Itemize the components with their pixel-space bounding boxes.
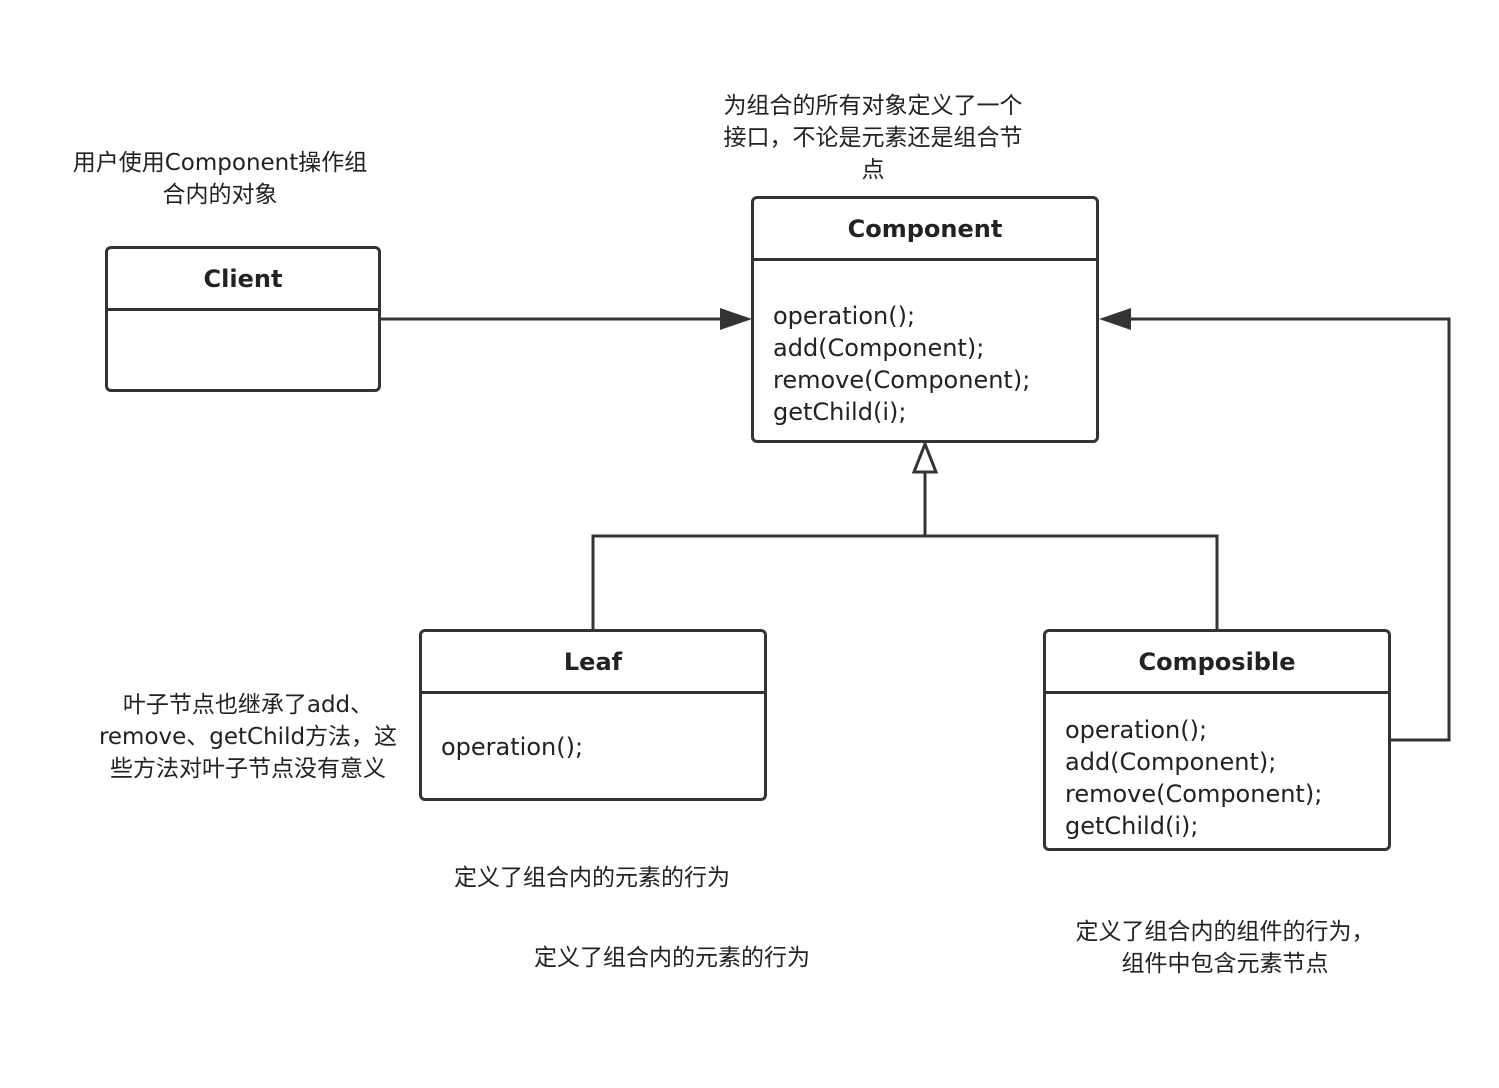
- component-note: 为组合的所有对象定义了一个 接口，不论是元素还是组合节 点: [723, 93, 1023, 183]
- leaf-class[interactable]: Leaf operation();: [419, 629, 767, 801]
- component-class-name: Component: [754, 199, 1096, 261]
- method-remove: remove(Component);: [773, 366, 1031, 394]
- generalization-triangle-icon: [911, 439, 939, 474]
- leaf-behavior-note: 定义了组合内的元素的行为: [454, 865, 730, 891]
- component-class[interactable]: Component operation(); add(Component); r…: [751, 196, 1099, 443]
- composible-class[interactable]: Composible operation(); add(Component); …: [1043, 629, 1391, 851]
- method-add: add(Component);: [1065, 748, 1277, 776]
- method-operation: operation();: [441, 733, 584, 761]
- leaf-class-name: Leaf: [422, 632, 764, 694]
- client-class-name: Client: [108, 249, 378, 311]
- composible-class-body: operation(); add(Component); remove(Comp…: [1046, 694, 1388, 842]
- method-operation: operation();: [1065, 716, 1208, 744]
- composible-to-component-arrow: [1099, 308, 1451, 742]
- inheritance-connector: [591, 439, 1219, 630]
- leaf-side-note: 叶子节点也继承了add、 remove、getChild方法，这 些方法对叶子节…: [98, 692, 398, 782]
- leaf-class-body: operation();: [422, 694, 764, 763]
- client-note: 用户使用Component操作组 合内的对象: [72, 150, 368, 208]
- element-behavior-note: 定义了组合内的元素的行为: [534, 945, 810, 971]
- method-operation: operation();: [773, 302, 916, 330]
- method-get-child: getChild(i);: [773, 398, 907, 426]
- composible-behavior-note: 定义了组合内的组件的行为， 组件中包含元素节点: [1075, 919, 1375, 977]
- method-add: add(Component);: [773, 334, 985, 362]
- component-class-body: operation(); add(Component); remove(Comp…: [754, 261, 1096, 428]
- composible-class-name: Composible: [1046, 632, 1388, 694]
- client-class[interactable]: Client: [105, 246, 381, 392]
- method-remove: remove(Component);: [1065, 780, 1323, 808]
- method-get-child: getChild(i);: [1065, 812, 1199, 840]
- client-to-component-arrow: [380, 308, 752, 330]
